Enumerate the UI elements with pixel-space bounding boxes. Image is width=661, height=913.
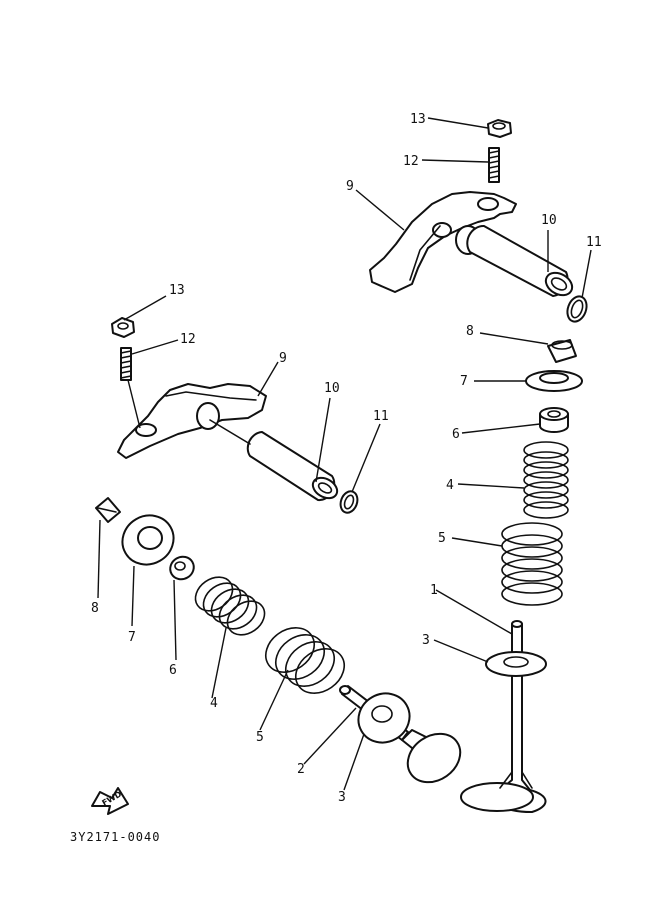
left-o-ring bbox=[339, 490, 359, 514]
forward-direction-arrow-icon: FWD bbox=[91, 787, 129, 815]
right-inner-valve-spring bbox=[523, 441, 569, 519]
callout-spring-seat-lower: 3 bbox=[338, 790, 346, 805]
upper-o-ring bbox=[566, 295, 588, 323]
callout-valve-retainer-right: 7 bbox=[460, 374, 468, 389]
lower-valve-cotter bbox=[95, 497, 121, 523]
callout-valve-cotter-lower: 8 bbox=[91, 601, 99, 616]
callout-valve-stem-seal-lower: 6 bbox=[169, 663, 177, 678]
callout-outer-valve-spring-right: 5 bbox=[438, 531, 446, 546]
callout-rocker-arm-left: 9 bbox=[279, 351, 287, 366]
callout-outer-valve-spring-lower: 5 bbox=[256, 730, 264, 745]
right-spring-seat bbox=[485, 651, 547, 677]
callout-lock-nut-left: 13 bbox=[169, 283, 185, 298]
leader-lines bbox=[97, 117, 592, 791]
drawing-code: 3Y2171-0040 bbox=[70, 830, 160, 844]
left-lock-nut bbox=[111, 317, 135, 338]
callout-valve-cotter-right: 8 bbox=[466, 324, 474, 339]
left-rocker-arm bbox=[117, 383, 267, 459]
callout-inner-valve-spring-lower: 4 bbox=[210, 696, 218, 711]
lower-valve-retainer bbox=[121, 514, 175, 566]
callout-rocker-arm-upper: 9 bbox=[346, 179, 354, 194]
lower-spring-seat bbox=[357, 692, 411, 744]
lower-inner-valve-spring bbox=[194, 576, 266, 636]
lower-outer-valve-spring bbox=[265, 627, 345, 694]
callout-spring-seat-right: 3 bbox=[422, 633, 430, 648]
callout-valve-retainer-lower: 7 bbox=[128, 630, 136, 645]
callout-valve-stem-seal-right: 6 bbox=[452, 427, 460, 442]
callout-rocker-shaft-left: 10 bbox=[324, 381, 340, 396]
callout-inner-valve-spring-right: 4 bbox=[446, 478, 454, 493]
callout-o-ring-upper: 11 bbox=[586, 235, 602, 250]
right-valve-cotter bbox=[547, 339, 577, 363]
right-exhaust-valve bbox=[460, 620, 547, 814]
callout-adjusting-screw-left: 12 bbox=[180, 332, 196, 347]
callout-rocker-shaft-upper: 10 bbox=[541, 213, 557, 228]
callout-intake-valve: 2 bbox=[297, 762, 305, 777]
callout-adjusting-screw-upper: 12 bbox=[403, 154, 419, 169]
upper-adjusting-screw bbox=[488, 147, 500, 183]
callout-o-ring-left: 11 bbox=[373, 409, 389, 424]
left-adjusting-screw bbox=[120, 347, 132, 381]
right-valve-retainer bbox=[525, 370, 583, 392]
left-rocker-shaft bbox=[209, 419, 339, 502]
right-valve-stem-seal bbox=[539, 407, 569, 433]
right-outer-valve-spring bbox=[501, 522, 563, 606]
upper-rocker-shaft bbox=[466, 224, 574, 297]
callout-lock-nut-upper: 13 bbox=[410, 112, 426, 127]
callout-exhaust-valve: 1 bbox=[430, 583, 438, 598]
lower-valve-stem-seal bbox=[169, 555, 195, 581]
upper-lock-nut bbox=[487, 119, 512, 138]
